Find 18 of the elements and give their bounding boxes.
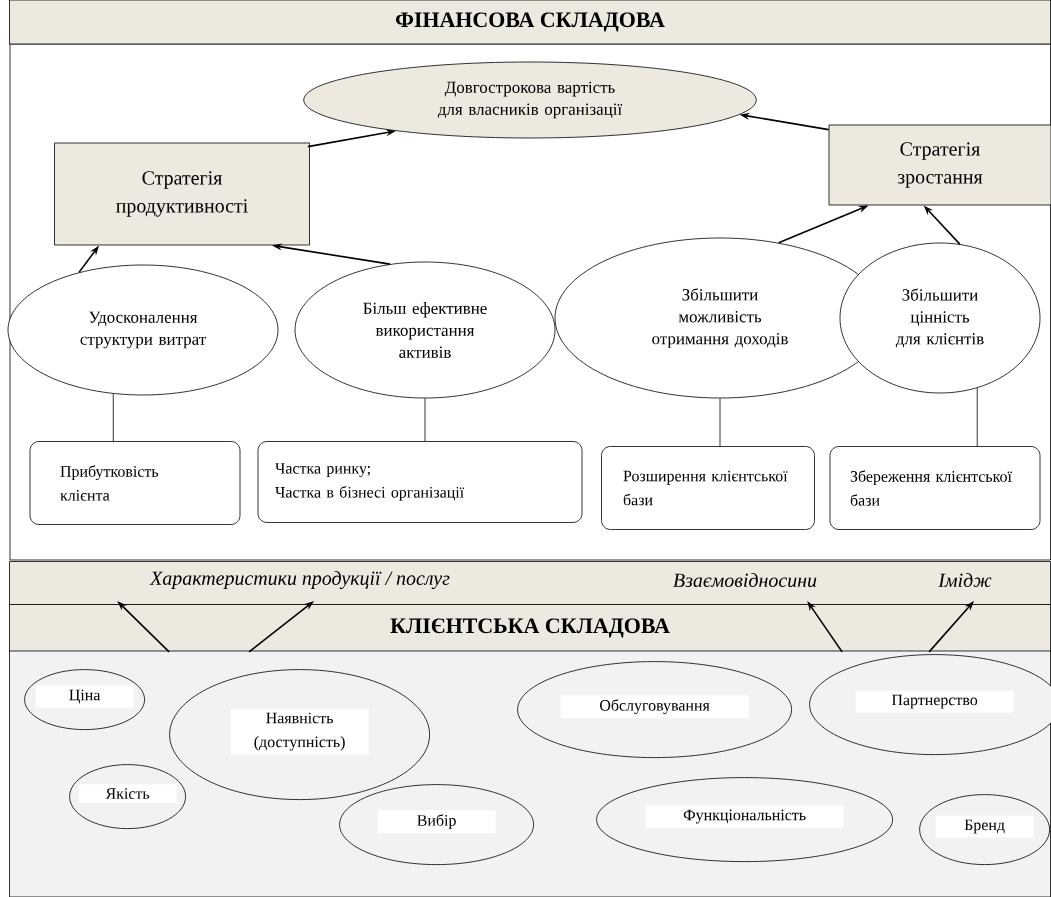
strategy-box: Стратегія зростання bbox=[828, 124, 1051, 206]
measure-box: Прибутковість клієнта bbox=[29, 441, 241, 525]
category-label: Характеристики продукції / послуг bbox=[149, 570, 450, 590]
connector-line bbox=[112, 393, 114, 442]
section-header-band: КЛІЄНТСЬКА СКЛАДОВА bbox=[9, 604, 1051, 652]
connector-line bbox=[424, 398, 426, 442]
measure-box: Розширення клієнтської бази bbox=[601, 446, 815, 530]
measure-box: Частка ринку; Частка в бізнесі організації bbox=[257, 441, 583, 523]
connector-line bbox=[719, 398, 721, 447]
measure-box: Збереження клієнтської бази bbox=[829, 446, 1041, 530]
node-label: Збільшити цінність для клієнтів bbox=[895, 288, 984, 348]
connector-line bbox=[976, 387, 978, 447]
strategy-box: Стратегія продуктивності bbox=[54, 142, 310, 246]
node-label: Партнерство bbox=[891, 694, 978, 709]
section-header-band: ФІНАНСОВА СКЛАДОВА bbox=[9, 0, 1051, 45]
category-label: Імідж bbox=[938, 573, 992, 587]
category-band bbox=[9, 561, 1051, 605]
category-label: Взаємовідносини bbox=[673, 572, 817, 588]
